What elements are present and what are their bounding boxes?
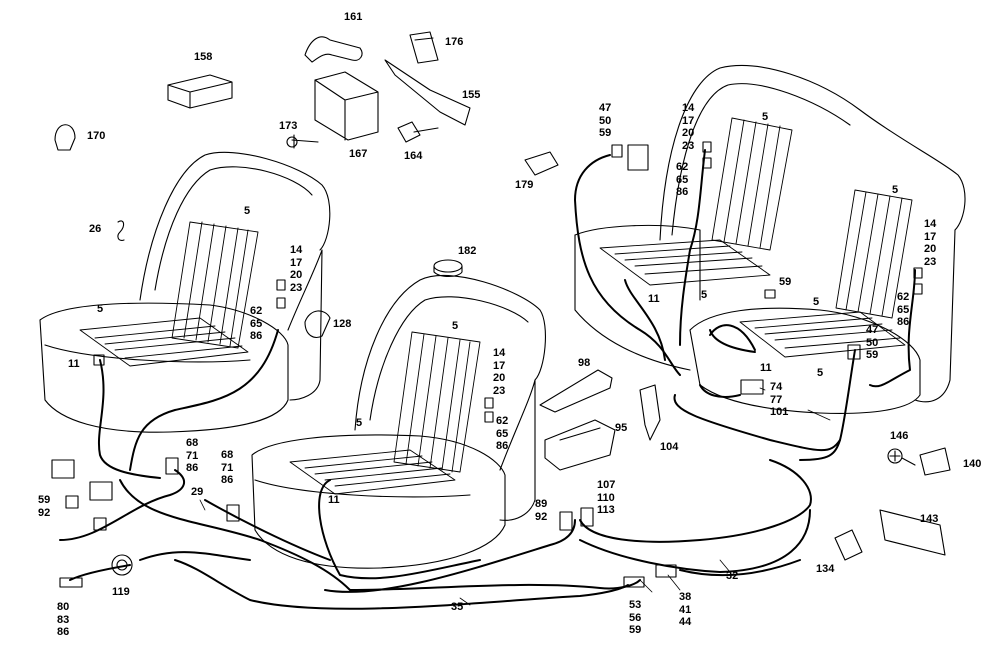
bench-callout-group-b: 14 17 20 23 — [682, 102, 695, 152]
callout-161: 161 — [344, 11, 363, 23]
callout-140: 140 — [963, 458, 982, 470]
bench-callout-group-c: 62 65 86 — [676, 161, 689, 198]
seat1-callout-11: 11 — [68, 358, 80, 370]
wiring-harness — [59, 149, 916, 610]
connector-callout-68-right: 68 71 86 — [221, 449, 234, 486]
front-seat-right — [251, 259, 546, 569]
seat2-cushion-callout: 5 — [356, 417, 363, 429]
seat2-callout-11: 11 — [328, 494, 340, 506]
connector-callout-38: 38 41 44 — [679, 591, 692, 628]
callout-95: 95 — [615, 422, 628, 434]
callout-170: 170 — [87, 130, 106, 142]
callout-164: 164 — [404, 150, 423, 162]
seat1-callout-group-a: 14 17 20 23 — [290, 244, 303, 294]
bench-callout-59: 59 — [779, 276, 792, 288]
callout-176: 176 — [445, 36, 464, 48]
callout-182: 182 — [458, 245, 477, 257]
seat2-backrest-callout: 5 — [452, 320, 459, 332]
callout-29: 29 — [191, 486, 204, 498]
loose-parts — [51, 31, 951, 588]
connector-callout-53: 53 56 59 — [629, 599, 642, 636]
bench-callout-group-a: 47 50 59 — [599, 102, 612, 139]
leader-lines — [199, 387, 831, 606]
callout-167: 167 — [349, 148, 368, 160]
callout-179: 179 — [515, 179, 534, 191]
callout-32: 32 — [726, 570, 739, 582]
front-seat-left — [39, 151, 331, 433]
bench-callout-group-d: 14 17 20 23 — [924, 218, 937, 268]
bench-callout-group-e: 62 65 86 — [897, 291, 910, 328]
callout-134: 134 — [816, 563, 835, 575]
seat2-callout-group-b: 62 65 86 — [496, 415, 509, 452]
bench-backrest-right-callout: 5 — [892, 184, 899, 196]
connector-callout-107: 107 110 113 — [597, 479, 616, 516]
callout-158: 158 — [194, 51, 213, 63]
rear-bench-seat — [574, 65, 966, 414]
seat2-callout-group-a: 14 17 20 23 — [493, 347, 506, 397]
bench-callout-group-g: 74 77 101 — [770, 381, 789, 418]
callout-35: 35 — [451, 601, 464, 613]
bench-cushion-lower-callout: 5 — [817, 367, 824, 379]
callout-98: 98 — [578, 357, 591, 369]
connector-callout-68-left: 68 71 86 — [186, 437, 199, 474]
callout-173: 173 — [279, 120, 298, 132]
bench-callout-11-right: 11 — [760, 362, 772, 374]
seat1-cushion-callout: 5 — [97, 303, 104, 315]
bench-callout-group-f: 47 50 59 — [866, 324, 879, 361]
callout-26: 26 — [89, 223, 102, 235]
callout-128: 128 — [333, 318, 352, 330]
bench-cushion-left-callout: 5 — [701, 289, 708, 301]
connector-callout-80: 80 83 86 — [57, 601, 70, 638]
callout-119: 119 — [112, 586, 130, 598]
bench-cushion-right-callout: 5 — [813, 296, 820, 308]
seat1-backrest-callout: 5 — [244, 205, 251, 217]
bench-backrest-left-callout: 5 — [762, 111, 769, 123]
callout-155: 155 — [462, 89, 481, 101]
connector-callout-89-92: 89 92 — [535, 498, 548, 523]
connector-callout-59-92: 59 92 — [38, 494, 51, 519]
bench-callout-11-left: 11 — [648, 293, 660, 305]
callout-146: 146 — [890, 430, 909, 442]
seat1-callout-group-b: 62 65 86 — [250, 305, 263, 342]
callout-143: 143 — [920, 513, 939, 525]
callout-104: 104 — [660, 441, 679, 453]
